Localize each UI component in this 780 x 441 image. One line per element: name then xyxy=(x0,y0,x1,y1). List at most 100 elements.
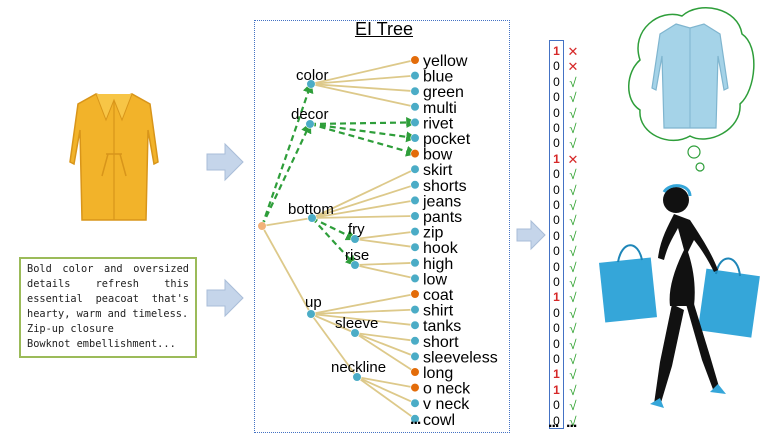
match-check-icon: √ xyxy=(569,398,577,414)
match-check-icon: √ xyxy=(569,90,577,106)
vector-value: 0 xyxy=(553,136,560,151)
node-bottom xyxy=(307,213,317,223)
leaf-label-green: green xyxy=(423,84,464,101)
vector-value: 0 xyxy=(553,213,560,228)
node-label-up: up xyxy=(305,294,322,311)
match-check-icon: √ xyxy=(569,244,577,260)
match-check-icon: √ xyxy=(569,105,577,121)
edge-neckline-v-neck xyxy=(356,376,416,405)
edge-rise-low xyxy=(354,264,416,280)
blue-coat-image xyxy=(651,23,729,129)
node-label-bottom: bottom xyxy=(288,201,334,218)
leaf-label-high: high xyxy=(423,256,453,273)
ei-tree-title: EI Tree xyxy=(354,19,414,39)
vector-value: 1 xyxy=(553,151,560,166)
edge-up-tanks xyxy=(310,313,416,327)
leaf-label-rivet: rivet xyxy=(423,115,454,132)
match-check-icon: √ xyxy=(569,198,577,213)
leaf-label-cowl: cowl xyxy=(423,412,455,429)
leaf-node-long xyxy=(410,367,420,377)
marks-ellipsis: ... xyxy=(566,414,577,431)
node-label-sleeve: sleeve xyxy=(335,315,378,332)
edge-sleeve-long xyxy=(354,332,416,373)
match-check-icon: √ xyxy=(569,228,577,244)
leaf-node-high xyxy=(410,258,420,268)
edge-sleeve-sleeveless xyxy=(354,332,416,358)
vector-value: 0 xyxy=(553,167,560,182)
leaf-node-pants xyxy=(410,211,420,221)
edge-bottom-skirt xyxy=(311,168,416,219)
vector-value: 0 xyxy=(553,121,560,135)
leaf-label-o-neck: o neck xyxy=(423,381,471,398)
mismatch-cross-icon: ✕ xyxy=(567,59,579,75)
leaf-node-shorts xyxy=(410,180,420,190)
vector-value: 0 xyxy=(553,352,560,366)
edge-up-sleeve xyxy=(310,313,356,334)
vector-value: 0 xyxy=(553,413,560,428)
match-check-icon: √ xyxy=(569,305,577,321)
leaf-node-green xyxy=(410,86,420,96)
edge-root-up xyxy=(261,225,312,315)
mismatch-cross-icon: ✕ xyxy=(567,151,579,167)
attribute-vector xyxy=(549,40,564,429)
vector-value: 1 xyxy=(553,367,560,382)
edge-decor-bow xyxy=(309,122,418,157)
leaf-label-bow: bow xyxy=(423,147,453,164)
yellow-coat-image xyxy=(69,93,159,221)
leaf-label-pants: pants xyxy=(423,209,462,226)
vector-value: 0 xyxy=(553,398,560,413)
leaf-node-v-neck xyxy=(410,398,420,408)
node-label-color: color xyxy=(296,67,329,84)
vector-value: 0 xyxy=(553,275,560,289)
description-paragraph: Bold color and oversized details refresh… xyxy=(27,263,189,320)
shopper-silhouette xyxy=(599,184,760,408)
arrow-tree-to-vector xyxy=(516,219,546,251)
node-label-rise: rise xyxy=(345,247,369,264)
edge-color-blue xyxy=(310,74,416,85)
edge-root-bottom xyxy=(261,217,313,227)
leaf-label-shorts: shorts xyxy=(423,178,467,195)
match-check-icon: √ xyxy=(569,182,577,198)
edge-rise-high xyxy=(354,261,416,266)
vector-value: 0 xyxy=(553,244,560,259)
node-label-fry: fry xyxy=(348,221,365,238)
edge-fry-zip xyxy=(354,230,416,240)
vector-value: 0 xyxy=(553,182,560,197)
match-check-icon: √ xyxy=(569,275,577,290)
leaf-node-hook xyxy=(410,242,420,252)
vector-value: 0 xyxy=(553,228,560,243)
arrow-image-to-tree xyxy=(206,142,244,182)
match-check-icon: √ xyxy=(569,352,577,367)
edge-root-color xyxy=(260,81,314,227)
leaf-node-o-neck xyxy=(410,383,420,393)
leaf-node-skirt xyxy=(410,164,420,174)
leaf-node-jeans xyxy=(410,195,420,205)
edge-color-yellow xyxy=(310,59,416,85)
vector-value: 0 xyxy=(553,105,560,120)
leaf-label-blue: blue xyxy=(423,69,453,86)
node-decor xyxy=(305,119,315,129)
edge-bottom-pants xyxy=(311,215,416,219)
leaf-node-multi xyxy=(410,102,420,112)
vector-value: 1 xyxy=(553,44,560,58)
edge-root-decor xyxy=(261,122,312,227)
leaf-label-hook: hook xyxy=(423,240,459,257)
edge-neckline-o-neck xyxy=(356,376,416,389)
node-fry xyxy=(350,234,360,244)
leaf-node-shirt xyxy=(410,305,420,315)
leaf-label-coat: coat xyxy=(423,287,454,304)
leaf-label-shirt: shirt xyxy=(423,303,454,320)
ei-tree-frame xyxy=(254,20,510,433)
leaf-node-bow xyxy=(410,149,420,159)
edge-bottom-fry xyxy=(311,217,357,241)
thought-bubble xyxy=(628,7,755,172)
description-line-closure: Zip-up closure xyxy=(27,323,114,335)
node-up xyxy=(306,309,316,319)
vector-value: 0 xyxy=(553,305,560,320)
edge-bottom-rise xyxy=(311,217,357,267)
leaf-label-low: low xyxy=(423,271,447,288)
match-check-icon: √ xyxy=(569,413,577,429)
leaf-label-v-neck: v neck xyxy=(423,396,470,413)
edge-up-neckline xyxy=(310,313,358,378)
